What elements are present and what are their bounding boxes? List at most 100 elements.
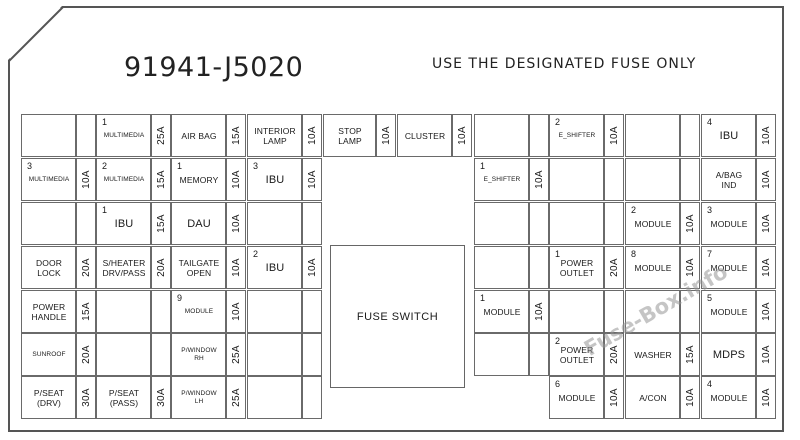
fuse-circuit-name: IBU	[265, 261, 285, 274]
fuse-amperage: 10A	[230, 214, 242, 233]
fuse-circuit-name: MULTIMEDIA	[103, 131, 145, 139]
fuse-amperage-slot: 10A	[756, 333, 776, 376]
fuse-amperage: 10A	[760, 214, 772, 233]
fuse-circuit-name: MODULE	[710, 218, 748, 229]
fuse-circuit-name	[553, 291, 601, 332]
fuse-circuit-name: DAU	[187, 217, 211, 230]
fuse-circuit-name	[478, 334, 526, 375]
fuse-circuit-name: MODULE	[634, 262, 672, 273]
fuse-amperage-slot: 10A	[302, 158, 322, 201]
fuse-slot-label: WASHER	[625, 333, 680, 376]
fuse-amperage-slot: 10A	[226, 158, 246, 201]
fuse-circuit-name: DOOR LOCK	[36, 257, 62, 278]
fuse-amperage-slot: 10A	[756, 202, 776, 245]
fuse-circuit-name	[553, 159, 601, 200]
fuse-circuit-name: MDPS	[712, 348, 746, 361]
fuse-amperage-slot: 30A	[151, 376, 171, 419]
fuse-circuit-name	[478, 247, 526, 288]
fuse-circuit-name: IBU	[114, 217, 134, 230]
fuse-amperage-slot: 10A	[302, 246, 322, 289]
fuse-slot-label: DOOR LOCK	[21, 246, 76, 289]
fuse-circuit-name	[25, 203, 73, 244]
fuse-circuit-name: MODULE	[710, 306, 748, 317]
fuse-index: 9	[177, 293, 183, 303]
fuse-circuit-name: MULTIMEDIA	[103, 175, 145, 183]
fuse-index: 4	[707, 117, 713, 127]
fuse-amperage: 10A	[760, 170, 772, 189]
fuse-slot-label: STOP LAMP	[323, 114, 376, 157]
fuse-circuit-name: CLUSTER	[404, 130, 446, 141]
fuse-circuit-name	[629, 115, 677, 156]
fuse-amperage: 10A	[608, 126, 620, 145]
fuse-circuit-name	[478, 203, 526, 244]
fuse-slot-label: S/HEATER DRV/PASS	[96, 246, 151, 289]
fuse-slot-label	[21, 114, 76, 157]
fuse-circuit-name: IBU	[265, 173, 285, 186]
fuse-amperage-slot	[680, 290, 700, 333]
fuse-circuit-name: MULTIMEDIA	[28, 175, 70, 183]
fuse-amperage-slot: 10A	[452, 114, 472, 157]
fuse-amperage-slot	[151, 290, 171, 333]
fuse-amperage-slot: 15A	[226, 114, 246, 157]
fuse-amperage-slot	[680, 114, 700, 157]
fuse-amperage-slot: 10A	[680, 246, 700, 289]
fuse-slot-label	[625, 158, 680, 201]
fuse-amperage-slot	[302, 202, 322, 245]
fuse-slot-label: POWER HANDLE	[21, 290, 76, 333]
fuse-amperage-slot: 10A	[756, 290, 776, 333]
fuse-amperage: 20A	[608, 258, 620, 277]
fuse-amperage: 25A	[230, 388, 242, 407]
fuse-circuit-name: STOP LAMP	[338, 125, 362, 146]
fuse-notice: USE THE DESIGNATED FUSE ONLY	[432, 56, 697, 72]
fuse-slot-label	[625, 290, 680, 333]
fuse-amperage: 10A	[760, 345, 772, 364]
fuse-amperage-slot: 25A	[226, 376, 246, 419]
fuse-amperage-slot: 30A	[76, 376, 96, 419]
fuse-index: 1	[102, 205, 108, 215]
fuse-index: 2	[555, 117, 561, 127]
fuse-circuit-name	[25, 115, 73, 156]
fuse-amperage-slot: 10A	[756, 376, 776, 419]
fuse-amperage-slot	[76, 114, 96, 157]
fuse-circuit-name: E_SHIFTER	[558, 131, 596, 139]
fuse-amperage-slot	[76, 202, 96, 245]
fuse-circuit-name: SUNROOF	[32, 350, 66, 358]
fuse-index: 1	[555, 249, 561, 259]
fuse-amperage: 10A	[306, 258, 318, 277]
fuse-slot-label: P/WINDOW RH	[171, 333, 226, 376]
fuse-circuit-name: P/SEAT (DRV)	[33, 387, 65, 408]
fuse-circuit-name	[100, 334, 148, 375]
fuse-circuit-name: S/HEATER DRV/PASS	[102, 257, 146, 278]
fuse-slot-label	[625, 114, 680, 157]
fuse-amperage: 25A	[155, 126, 167, 145]
fuse-circuit-name: A/CON	[639, 392, 667, 403]
fuse-slot-label: TAILGATE OPEN	[171, 246, 226, 289]
fuse-amperage: 20A	[155, 258, 167, 277]
fuse-slot-label	[549, 290, 604, 333]
fuse-index: 5	[707, 293, 713, 303]
fuse-circuit-name: A/BAG IND	[715, 169, 743, 190]
fuse-amperage-slot: 10A	[756, 158, 776, 201]
fuse-index: 1	[480, 161, 486, 171]
fuse-amperage: 10A	[684, 214, 696, 233]
fuse-amperage: 10A	[760, 388, 772, 407]
fuse-slot-label: MDPS	[701, 333, 756, 376]
fuse-circuit-name	[251, 334, 299, 375]
fuse-index: 2	[253, 249, 259, 259]
fuse-index: 1	[177, 161, 183, 171]
fuse-amperage-slot: 10A	[302, 114, 322, 157]
part-number: 91941-J5020	[124, 52, 304, 83]
fuse-circuit-name: AIR BAG	[181, 130, 217, 141]
fuse-amperage: 10A	[230, 170, 242, 189]
fuse-amperage-slot: 15A	[680, 333, 700, 376]
fuse-circuit-name: MODULE	[710, 392, 748, 403]
fuse-slot-label: SUNROOF	[21, 333, 76, 376]
